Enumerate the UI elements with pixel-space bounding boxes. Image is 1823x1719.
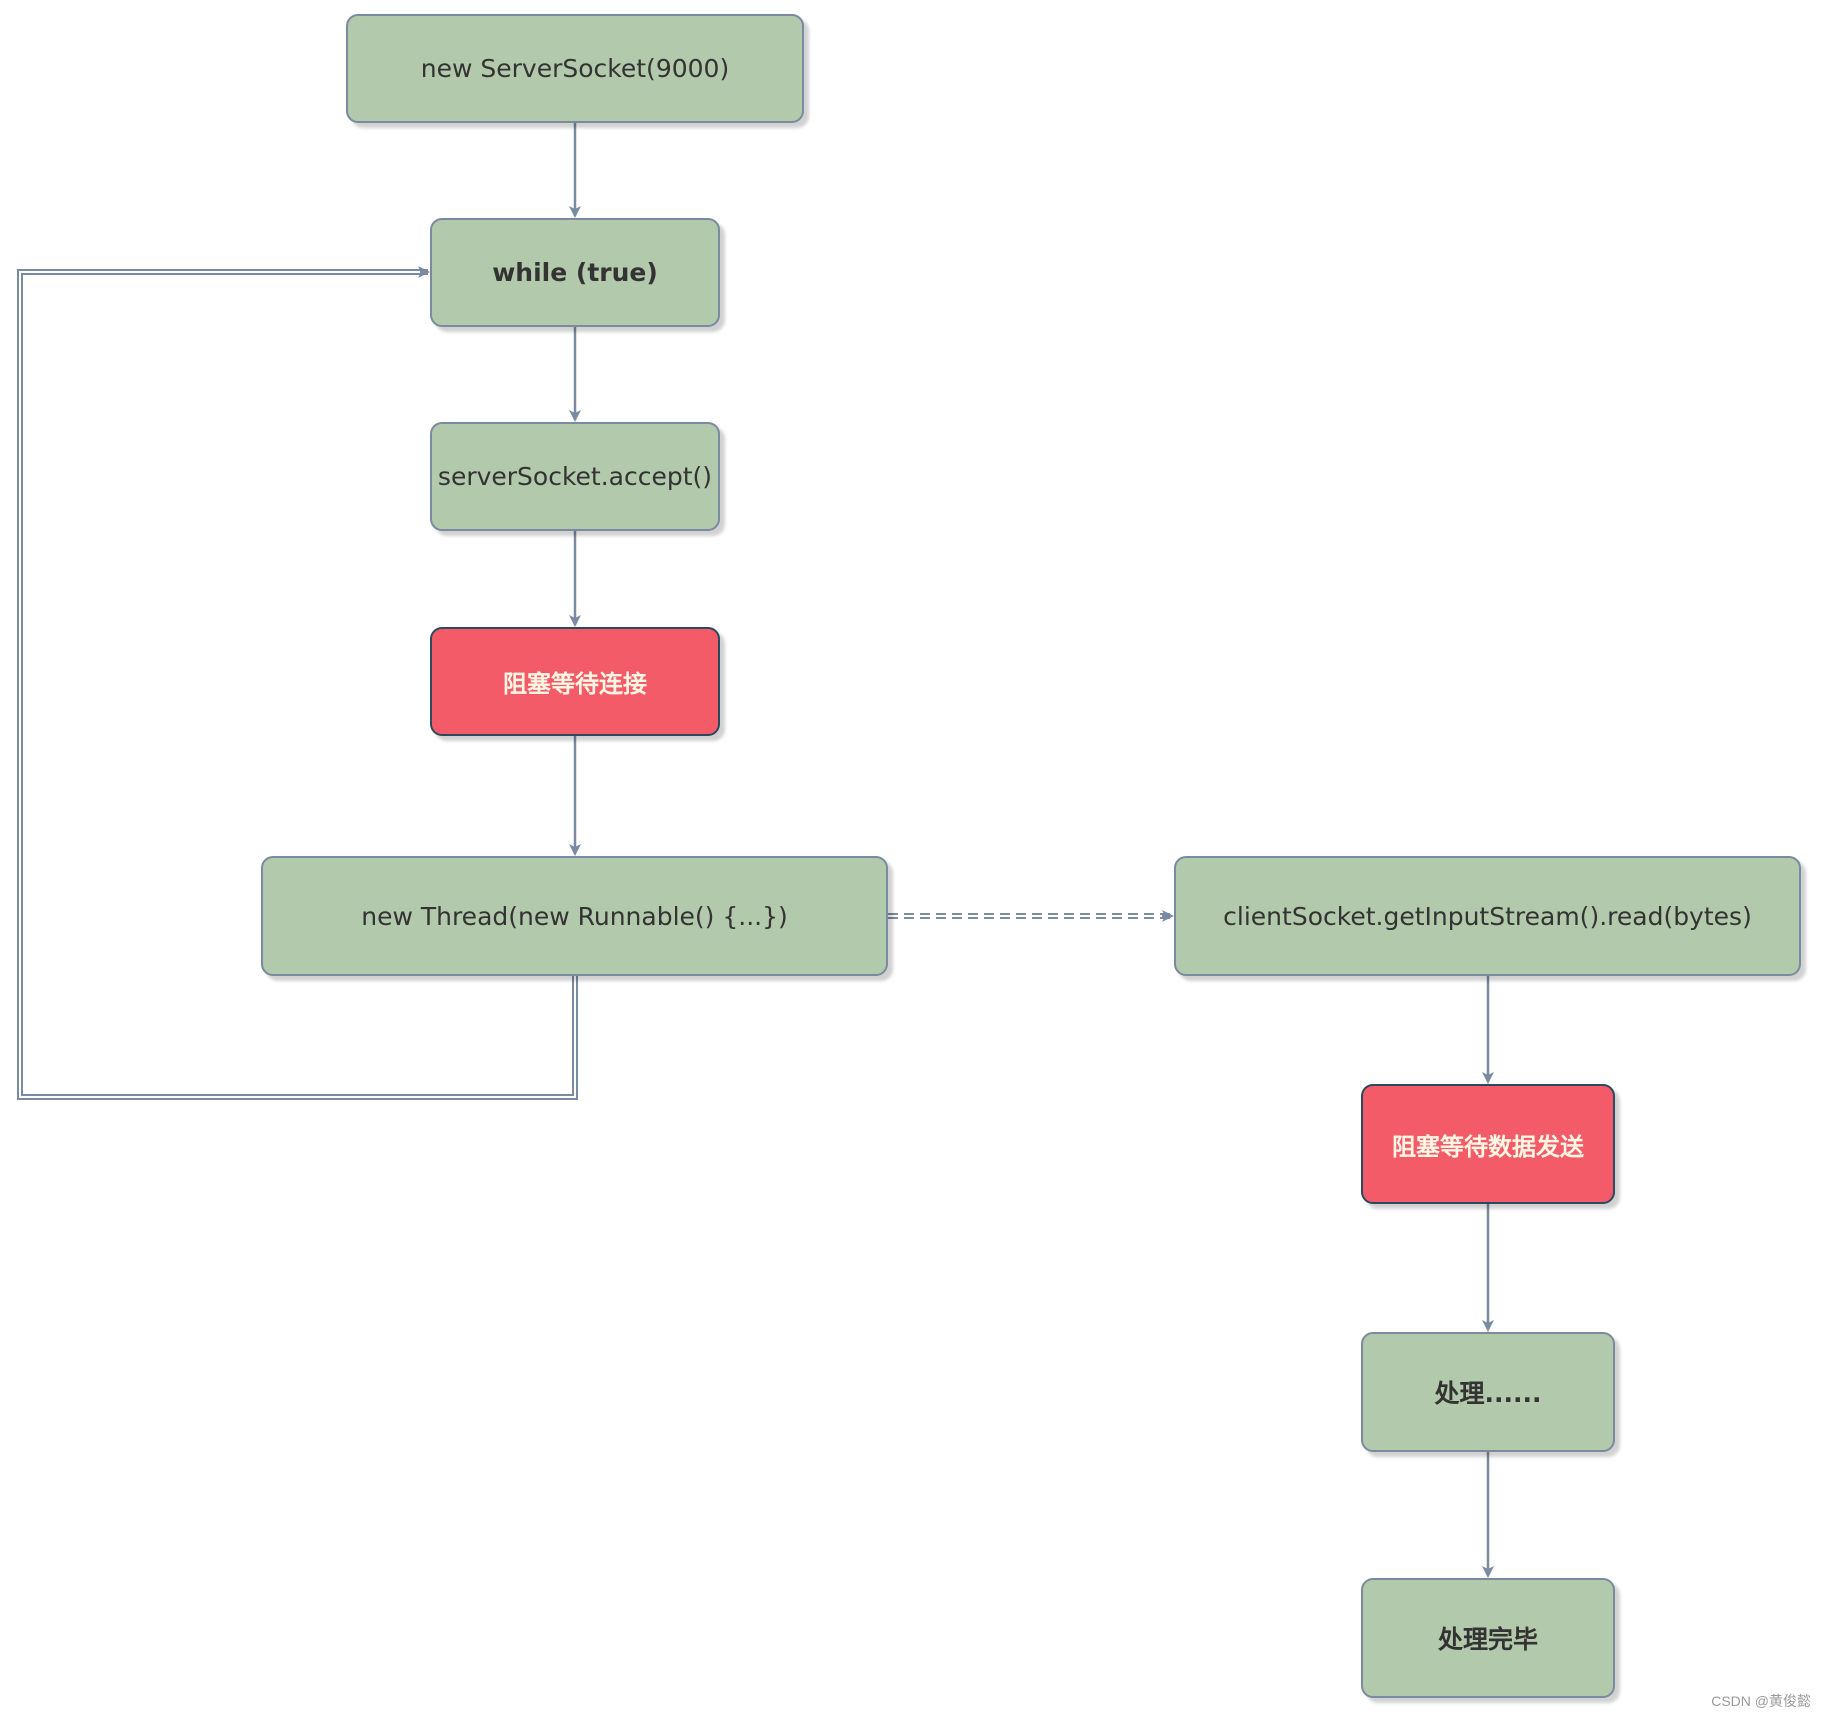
node-label: 处理完毕	[1437, 1625, 1538, 1654]
node-label: new ServerSocket(9000)	[420, 54, 730, 83]
node-block-wait-connection: 阻塞等待连接	[430, 627, 720, 736]
node-new-server-socket: new ServerSocket(9000)	[346, 14, 804, 123]
watermark-text: CSDN @黄俊懿	[1711, 1693, 1811, 1709]
node-client-socket-read: clientSocket.getInputStream().read(bytes…	[1174, 856, 1801, 976]
node-processing: 处理......	[1361, 1332, 1615, 1452]
node-while-true: while (true)	[430, 218, 720, 327]
node-label: 阻塞等待连接	[503, 670, 647, 698]
node-label: serverSocket.accept()	[437, 462, 713, 491]
node-label: clientSocket.getInputStream().read(bytes…	[1223, 901, 1752, 931]
node-label: while (true)	[492, 258, 658, 287]
node-label: 阻塞等待数据发送	[1392, 1132, 1584, 1161]
node-label: 处理......	[1434, 1379, 1542, 1408]
node-new-thread: new Thread(new Runnable() {...})	[261, 856, 888, 976]
edge-loop-back-inner	[19, 271, 576, 1098]
node-block-wait-data: 阻塞等待数据发送	[1361, 1084, 1615, 1204]
node-server-socket-accept: serverSocket.accept()	[430, 422, 720, 531]
node-label: new Thread(new Runnable() {...})	[361, 901, 788, 931]
node-processing-done: 处理完毕	[1361, 1578, 1615, 1698]
